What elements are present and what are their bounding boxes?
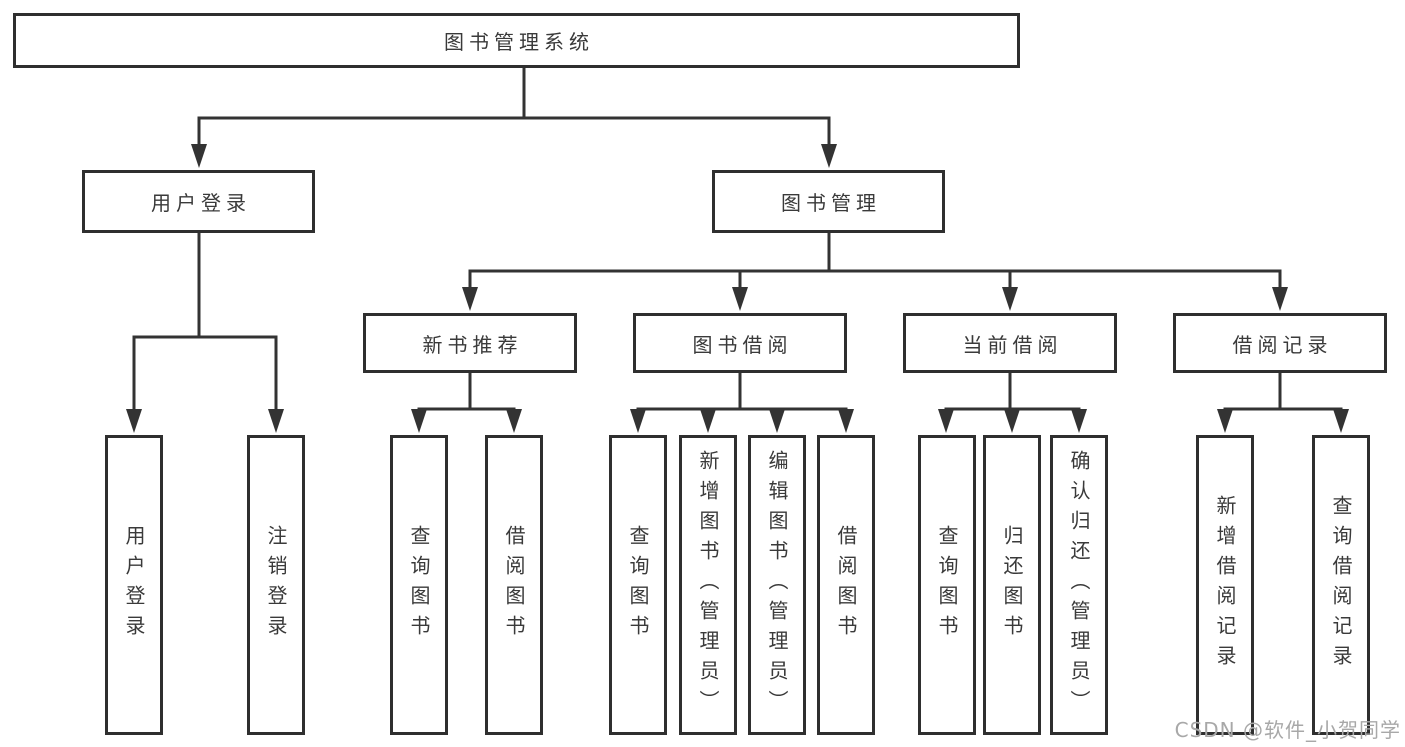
node-borrow-records: 借阅记录: [1173, 313, 1387, 373]
node-root: 图书管理系统: [13, 13, 1020, 68]
leaf-current-query-book: 查询图书: [918, 435, 976, 735]
leaf-newbook-borrow-book: 借阅图书: [485, 435, 543, 735]
leaf-current-return-book: 归还图书: [983, 435, 1041, 735]
leaf-newbook-query-book: 查询图书: [390, 435, 448, 735]
leaf-borrowing-borrow-book: 借阅图书: [817, 435, 875, 735]
leaf-records-add-record: 新增借阅记录: [1196, 435, 1254, 735]
leaf-borrowing-add-book-admin: 新增图书（管理员）: [679, 435, 737, 735]
leaf-user-login: 用户登录: [105, 435, 163, 735]
node-new-book-recommend: 新书推荐: [363, 313, 577, 373]
node-user-login: 用户登录: [82, 170, 315, 233]
node-book-borrowing: 图书借阅: [633, 313, 847, 373]
node-current-borrowing: 当前借阅: [903, 313, 1117, 373]
leaf-current-confirm-return-admin: 确认归还（管理员）: [1050, 435, 1108, 735]
leaf-borrowing-query-book: 查询图书: [609, 435, 667, 735]
leaf-logout: 注销登录: [247, 435, 305, 735]
leaf-records-query-record: 查询借阅记录: [1312, 435, 1370, 735]
node-book-management: 图书管理: [712, 170, 945, 233]
watermark: CSDN @软件_小贺同学: [1174, 718, 1401, 742]
leaf-borrowing-edit-book-admin: 编辑图书（管理员）: [748, 435, 806, 735]
